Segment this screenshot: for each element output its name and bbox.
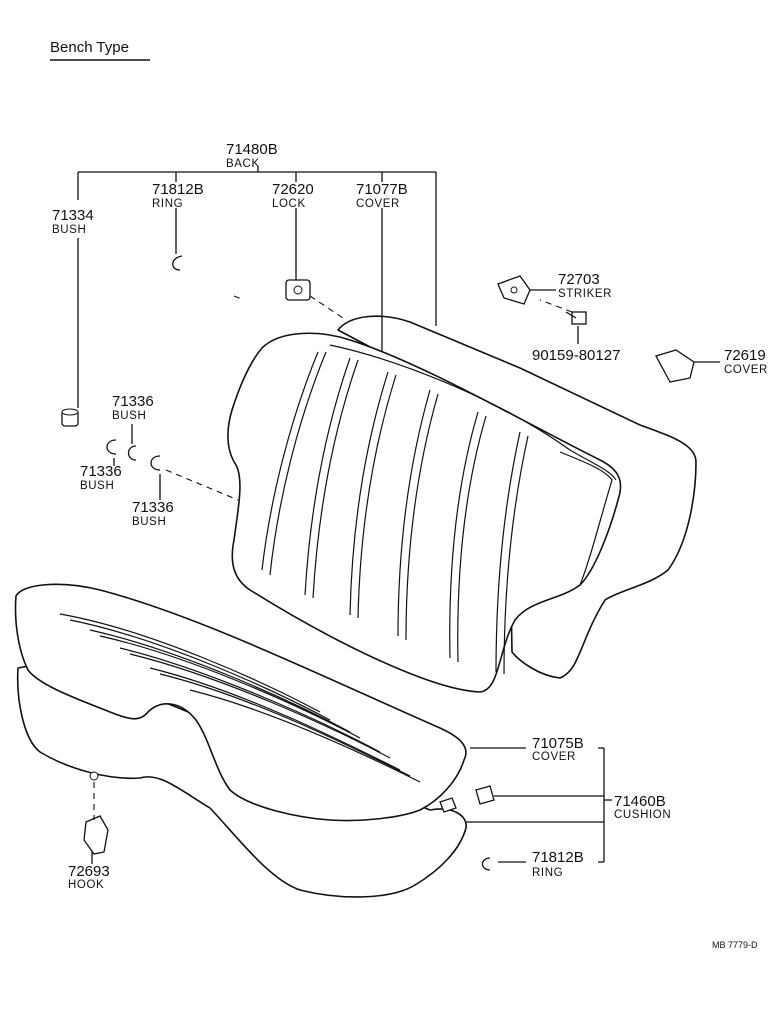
label-striker-number: 72703 bbox=[558, 271, 600, 288]
label-bush-b-number: 71336 bbox=[80, 463, 122, 480]
bolt-icon bbox=[565, 311, 587, 325]
diagram-title: Bench Type bbox=[50, 39, 129, 56]
label-cushion-cover-number: 71075B bbox=[532, 735, 584, 752]
lock-icon bbox=[285, 270, 311, 301]
label-ring-top-number: 71812B bbox=[152, 181, 204, 198]
bush-b-icon bbox=[127, 445, 137, 461]
label-hook-number: 72693 bbox=[68, 863, 110, 880]
hook-icon bbox=[83, 771, 109, 855]
label-lock-name: LOCK bbox=[272, 198, 306, 210]
seat-cushion-ribs bbox=[59, 613, 421, 783]
seat-cushion bbox=[14, 583, 467, 898]
label-cushion-number: 71460B bbox=[614, 793, 666, 810]
label-bush-c-name: BUSH bbox=[132, 516, 166, 528]
label-striker-cover-name: COVER bbox=[724, 364, 768, 376]
label-lock-number: 72620 bbox=[272, 181, 314, 198]
reference-code: MB 7779-D bbox=[712, 940, 758, 950]
label-back-cover-number: 71077B bbox=[356, 181, 408, 198]
part-labels: 71480B BACK 71812B RING 72620 LOCK 71077… bbox=[52, 141, 768, 950]
dashed-guides bbox=[93, 295, 573, 820]
label-bush-a-number: 71336 bbox=[112, 393, 154, 410]
label-back-number: 71480B bbox=[226, 141, 278, 158]
label-hook-name: HOOK bbox=[68, 879, 104, 891]
label-bolt-number: 90159-80127 bbox=[532, 347, 620, 364]
label-cushion-name: CUSHION bbox=[614, 809, 671, 821]
label-ring-top-name: RING bbox=[152, 198, 183, 210]
label-ring-bottom-number: 71812B bbox=[532, 849, 584, 866]
seat-back-ribs bbox=[261, 351, 529, 675]
label-bush-left-number: 71334 bbox=[52, 207, 94, 224]
seat-back bbox=[227, 315, 697, 693]
label-bush-left-name: BUSH bbox=[52, 224, 86, 236]
leader-lines bbox=[77, 166, 720, 864]
label-striker-cover-number: 72619 bbox=[724, 347, 766, 364]
label-bush-c-number: 71336 bbox=[132, 499, 174, 516]
striker-icon bbox=[497, 275, 531, 305]
label-bush-a-name: BUSH bbox=[112, 410, 146, 422]
label-back-cover-name: COVER bbox=[356, 198, 400, 210]
label-ring-bottom-name: RING bbox=[532, 867, 563, 879]
label-cushion-cover-name: COVER bbox=[532, 751, 576, 763]
label-back-name: BACK bbox=[226, 158, 260, 170]
bush-left-icon bbox=[61, 408, 79, 427]
bush-a-icon bbox=[106, 439, 117, 455]
clip-small-icon bbox=[439, 797, 457, 813]
clip-icon bbox=[475, 785, 495, 805]
bush-c-icon bbox=[150, 455, 161, 471]
striker-cover-icon bbox=[655, 349, 695, 383]
label-striker-name: STRIKER bbox=[558, 288, 612, 300]
ring-bottom-icon bbox=[481, 857, 491, 871]
label-bush-b-name: BUSH bbox=[80, 480, 114, 492]
ring-top-icon bbox=[172, 255, 183, 271]
